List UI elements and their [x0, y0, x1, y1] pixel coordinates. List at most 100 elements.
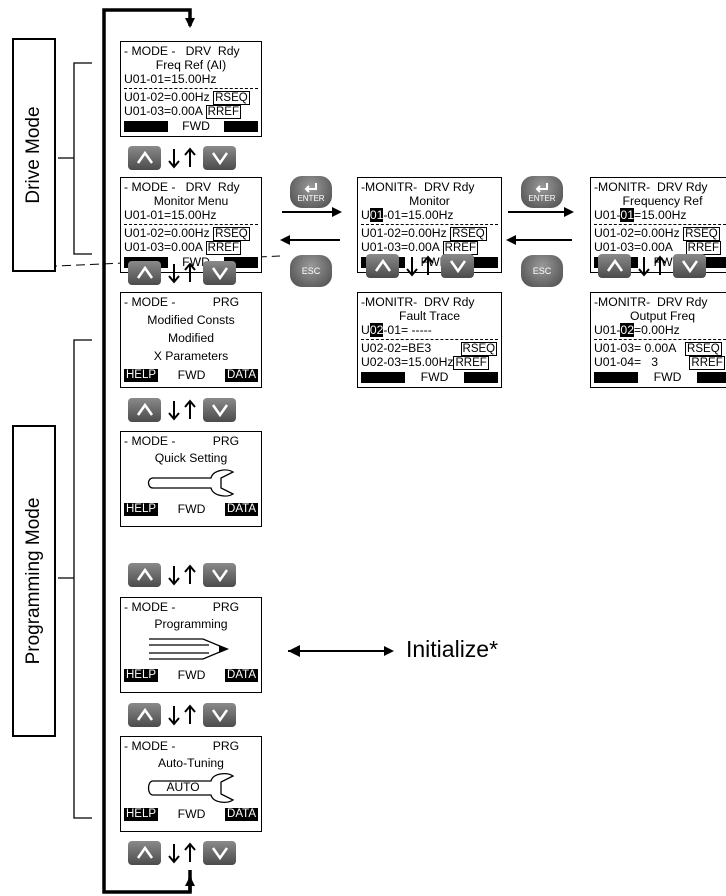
up-chevron-icon — [374, 259, 391, 272]
mode-screen-monitor-menu: - MODE - DRV Rdy Monitor Menu U01-01=15.… — [120, 177, 262, 273]
nav-row — [366, 254, 474, 278]
up-chevron-icon — [136, 846, 153, 859]
down-key[interactable] — [203, 261, 236, 285]
screen-line: U02-03=15.00Hz — [361, 355, 454, 369]
screen-line: U01-03=0.00A — [124, 104, 203, 118]
down-key[interactable] — [203, 146, 236, 170]
up-chevron-icon — [136, 151, 153, 164]
rseq-box: RSEQ — [685, 342, 722, 356]
fwd-label: FWD — [177, 368, 206, 383]
screen-line: -01= ----- — [383, 323, 432, 337]
down-key[interactable] — [441, 254, 474, 278]
up-key[interactable] — [128, 261, 161, 285]
screen-header: -MONITR- DRV Rdy — [594, 180, 708, 194]
down-chevron-icon — [211, 847, 228, 860]
screen-title: Frequency Ref — [622, 194, 703, 208]
screen-title: Programming — [154, 617, 228, 631]
down-key[interactable] — [203, 398, 236, 422]
down-chevron-icon — [211, 404, 228, 417]
screen-header: - MODE - PRG — [124, 295, 240, 309]
screen-line: U01- — [594, 208, 621, 222]
rref-box: RREF — [205, 105, 241, 119]
screen-header: - MODE - PRG — [124, 434, 240, 448]
enter-key[interactable]: ENTER — [521, 176, 563, 208]
screen-line: U01-01=15.00Hz — [124, 72, 217, 86]
up-key[interactable] — [128, 563, 161, 587]
enter-key-label: ENTER — [528, 193, 556, 203]
enter-return-icon — [304, 182, 317, 193]
rref-box: RREF — [442, 241, 478, 255]
wrench-icon — [147, 469, 235, 497]
nav-row — [128, 703, 236, 727]
rseq-box: RSEQ — [460, 342, 498, 356]
up-key[interactable] — [128, 703, 161, 727]
rref-box: RREF — [453, 356, 489, 370]
screen-title: Monitor — [409, 194, 450, 208]
screen-line: U — [361, 208, 370, 222]
rref-box: RREF — [689, 356, 725, 370]
help-tag: HELP — [124, 668, 159, 683]
screen-line: U01-02=0.00Hz — [361, 226, 447, 240]
rref-box: RREF — [205, 241, 241, 255]
screen-title: Quick Setting — [154, 451, 228, 465]
down-up-arrows-icon — [164, 563, 200, 587]
up-key[interactable] — [366, 254, 399, 278]
nav-row — [128, 398, 236, 422]
cursor-highlight: 01 — [620, 208, 634, 222]
fwd-label: FWD — [177, 502, 206, 517]
mode-screen-freq-ref: - MODE - DRV Rdy Freq Ref (AI) U01-01=15… — [120, 41, 262, 137]
screen-line: U01-01=15.00Hz — [124, 208, 217, 222]
help-tag: HELP — [124, 502, 159, 517]
screen-line: =15.00Hz — [633, 208, 687, 222]
rseq-box: RSEQ — [213, 227, 250, 241]
down-key[interactable] — [673, 254, 706, 278]
down-up-arrows-icon — [164, 703, 200, 727]
down-chevron-icon — [211, 569, 228, 582]
down-chevron-icon — [211, 267, 228, 280]
screen-header: -MONITR- DRV Rdy — [361, 295, 475, 309]
auto-label: AUTO — [166, 780, 200, 794]
enter-key[interactable]: ENTER — [290, 176, 332, 208]
up-key[interactable] — [128, 841, 161, 865]
down-key[interactable] — [203, 563, 236, 587]
nav-row — [128, 563, 236, 587]
up-chevron-icon — [136, 266, 153, 279]
up-key[interactable] — [128, 146, 161, 170]
screen-line: U — [361, 323, 370, 337]
screen-header: - MODE - PRG — [124, 600, 240, 614]
esc-key[interactable]: ESC — [521, 255, 563, 287]
up-key[interactable] — [598, 254, 631, 278]
up-key[interactable] — [128, 398, 161, 422]
rseq-box: RSEQ — [450, 227, 487, 241]
screen-line: -01=15.00Hz — [383, 208, 454, 222]
initialize-label: Initialize* — [406, 636, 499, 662]
screen-line: =0.00Hz — [633, 323, 680, 337]
nav-row — [128, 841, 236, 865]
down-chevron-icon — [211, 709, 228, 722]
fwd-label: FWD — [420, 370, 449, 385]
fwd-label: FWD — [653, 370, 682, 385]
data-tag: DATA — [225, 368, 258, 383]
enter-key-label: ENTER — [297, 193, 325, 203]
down-key[interactable] — [203, 841, 236, 865]
down-up-arrows-icon — [164, 146, 200, 170]
screen-header: - MODE - PRG — [124, 739, 240, 753]
esc-key[interactable]: ESC — [290, 255, 332, 287]
screen-title: Monitor Menu — [153, 194, 229, 208]
esc-key-label: ESC — [301, 266, 321, 276]
cursor-highlight: 02 — [620, 323, 634, 337]
down-chevron-icon — [449, 260, 466, 273]
screen-title: Freq Ref (AI) — [155, 58, 227, 72]
rseq-box: RSEQ — [213, 91, 250, 105]
down-chevron-icon — [681, 260, 698, 273]
screen-title: Modified Consts — [147, 313, 235, 327]
screen-title: Auto-Tuning — [158, 756, 224, 770]
screen-line: U01- — [594, 323, 621, 337]
screen-line: U01-03=0.00A — [124, 240, 203, 254]
down-chevron-icon — [211, 152, 228, 165]
nav-row — [598, 254, 706, 278]
down-key[interactable] — [203, 703, 236, 727]
